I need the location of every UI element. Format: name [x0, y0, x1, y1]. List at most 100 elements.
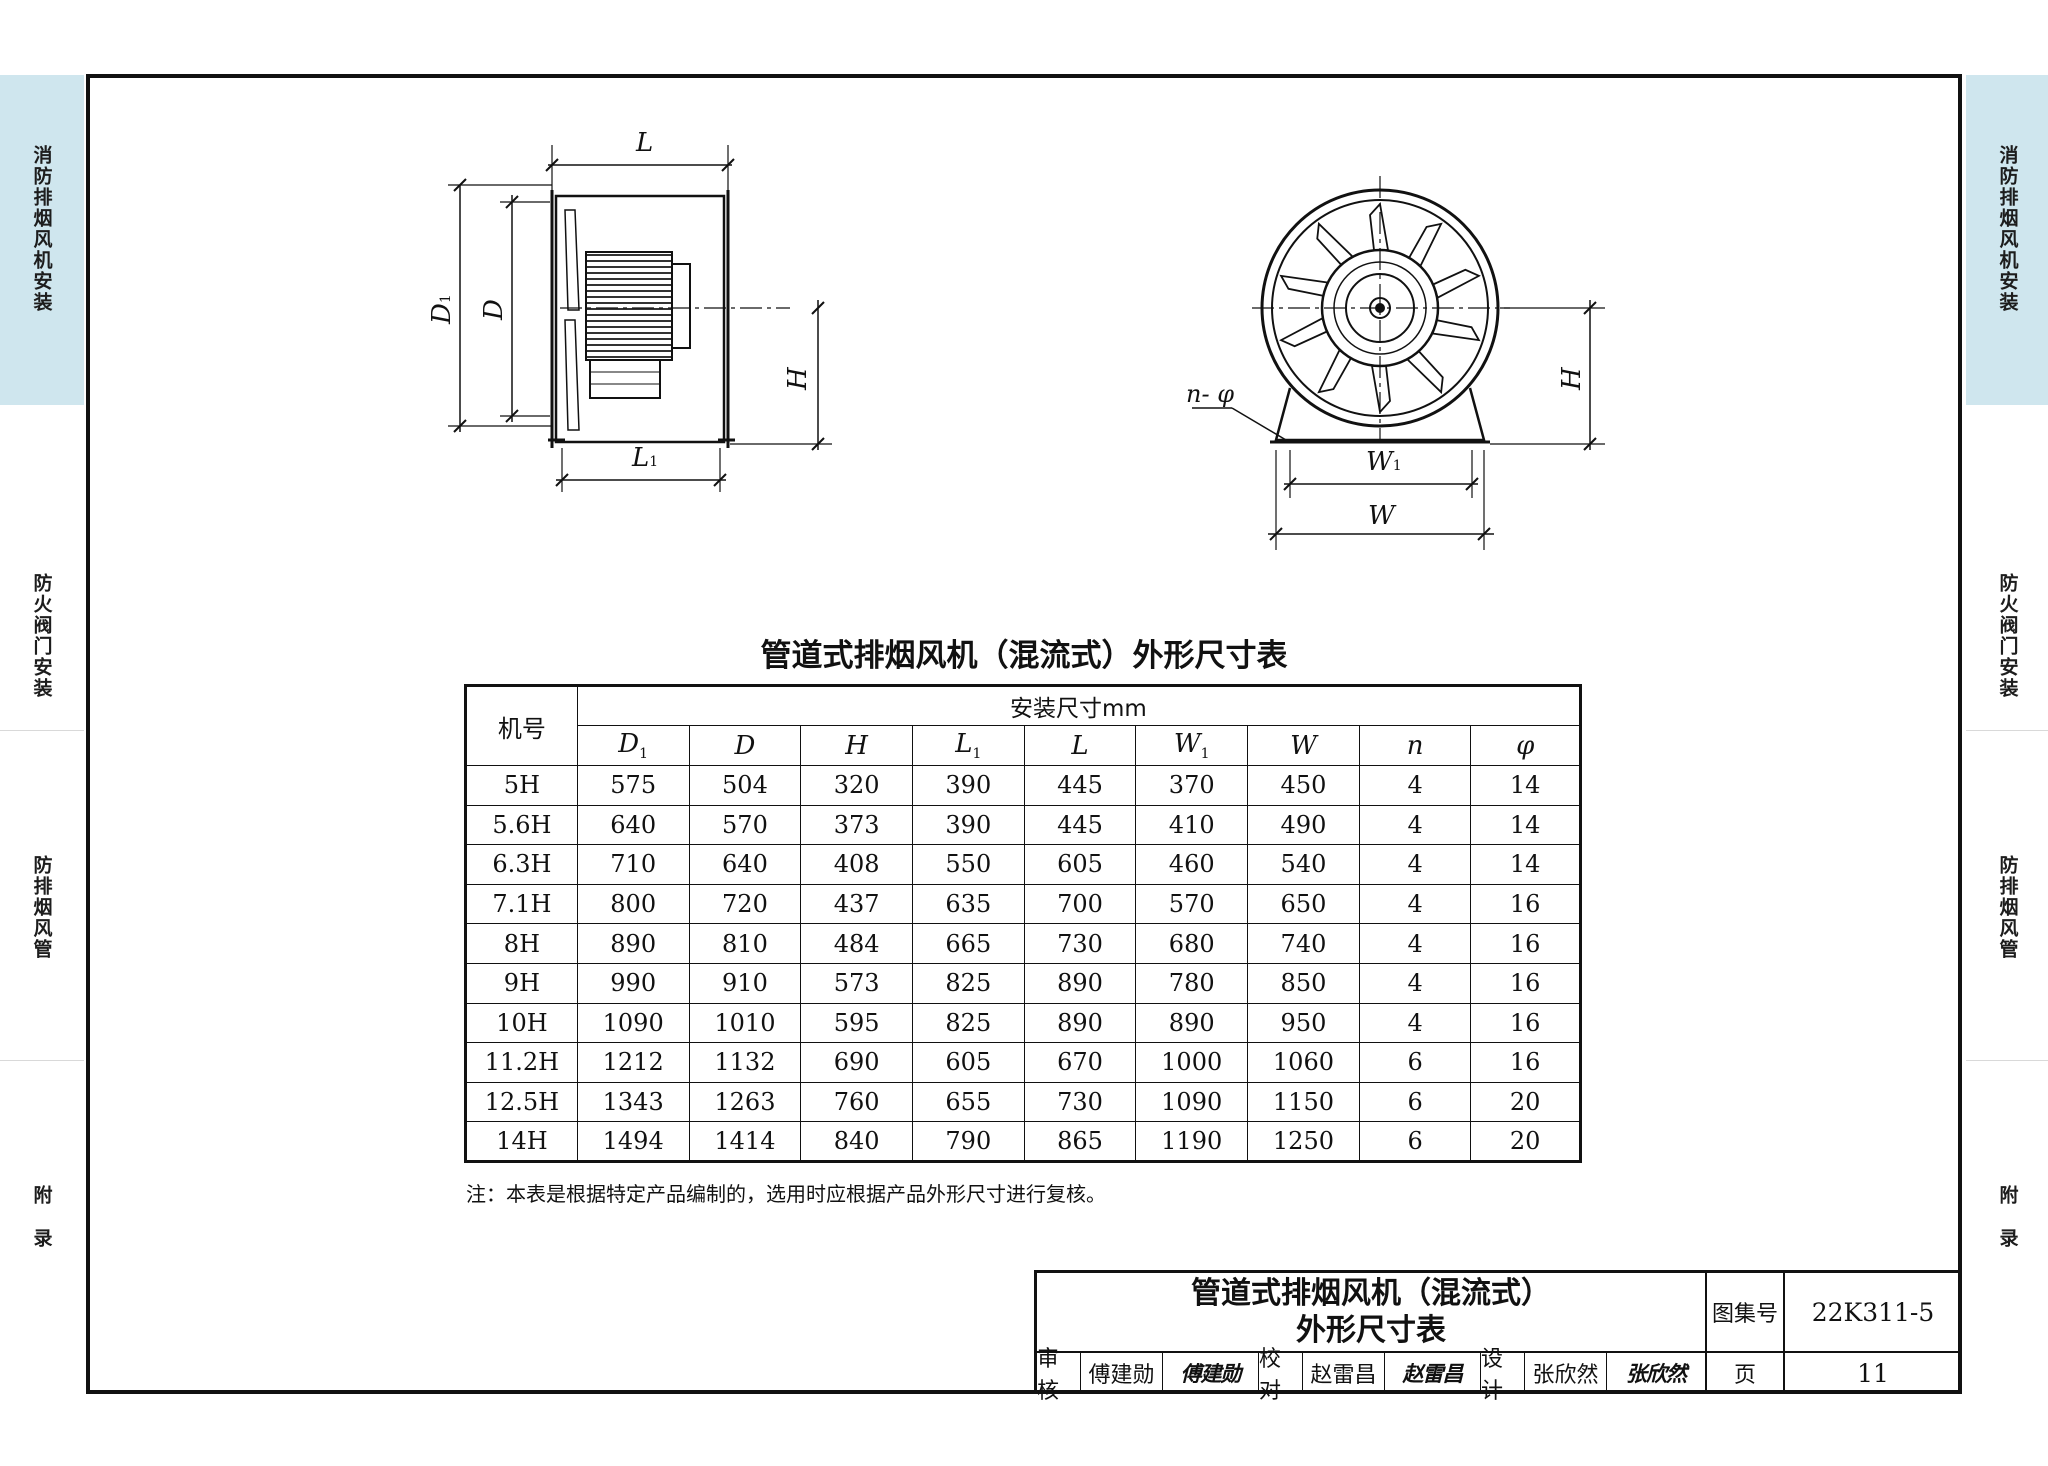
dimension-cell: 990 [576, 962, 690, 1004]
dimension-cell: 408 [800, 844, 913, 885]
column-header: W1 [1135, 725, 1249, 766]
column-symbol: D [734, 730, 756, 761]
dimension-cell: 16 [1470, 1002, 1581, 1044]
review-name: 傅建勋 [1081, 1353, 1163, 1393]
dimension-cell: 910 [688, 962, 802, 1004]
column-symbol: H [845, 730, 868, 761]
side-tab-appendix[interactable]: 附录 [30, 1185, 53, 1271]
dimension-cell: 540 [1247, 844, 1360, 885]
dimension-cell: 445 [1023, 765, 1137, 806]
dimension-cell: 890 [1023, 962, 1137, 1004]
dimension-cell: 390 [911, 765, 1025, 806]
dimension-cell: 890 [1023, 1002, 1137, 1044]
dimension-cell: 373 [800, 804, 913, 846]
dimension-cell: 605 [1023, 844, 1137, 885]
column-subscript: 1 [1200, 746, 1210, 763]
side-tab-smoke-duct[interactable]: 防排烟风管 [1996, 855, 2019, 960]
dimension-cell: 570 [688, 804, 802, 846]
column-symbol: D [618, 728, 640, 759]
side-tab-smoke-duct[interactable]: 防排烟风管 [30, 855, 53, 960]
dimension-cell: 655 [911, 1081, 1025, 1123]
dimension-cell: 1190 [1135, 1121, 1249, 1162]
column-symbol: W [1173, 728, 1201, 759]
dim-label-L: L [635, 128, 653, 158]
side-tab-fan-install[interactable]: 消防排烟风机安装 [1966, 75, 2048, 405]
dimension-cell: 445 [1023, 804, 1137, 846]
dimension-cell: 4 [1358, 844, 1472, 885]
page-label: 页 [1707, 1353, 1785, 1393]
column-header: D [688, 725, 802, 766]
tab-divider [1966, 730, 2048, 731]
dimension-cell: 6 [1358, 1121, 1472, 1162]
machine-number-cell: 5.6H [465, 804, 578, 846]
side-tab-fan-install[interactable]: 消防排烟风机安装 [0, 75, 84, 405]
side-view-labels: L L1 D1 D H [427, 128, 813, 473]
column-header: D1 [576, 725, 690, 766]
side-tab-appendix[interactable]: 附录 [1996, 1185, 2019, 1271]
dimension-cell: 484 [800, 923, 913, 964]
dimension-cell: 4 [1358, 923, 1472, 964]
dimension-cell: 1414 [688, 1121, 802, 1162]
side-tab-damper-install[interactable]: 防火阀门安装 [30, 573, 53, 699]
machine-number-cell: 9H [465, 962, 578, 1004]
dimension-cell: 865 [1023, 1121, 1137, 1162]
dimension-cell: 370 [1135, 765, 1249, 806]
dimension-cell: 1250 [1247, 1121, 1360, 1162]
side-view [448, 145, 832, 492]
column-symbol: φ [1516, 730, 1535, 761]
atlas-number-label: 图集号 [1707, 1273, 1785, 1353]
dimension-cell: 780 [1135, 962, 1249, 1004]
dimension-cell: 740 [1247, 923, 1360, 964]
dimension-cell: 810 [688, 923, 802, 964]
tab-divider [0, 1060, 84, 1061]
dimension-cell: 640 [576, 804, 690, 846]
dimension-cell: 504 [688, 765, 802, 806]
dimension-cell: 720 [688, 883, 802, 925]
dimension-cell: 650 [1247, 883, 1360, 925]
side-tab-damper-install[interactable]: 防火阀门安装 [1996, 573, 2019, 699]
dimension-cell: 410 [1135, 804, 1249, 846]
dimension-cell: 575 [576, 765, 690, 806]
dimension-cell: 437 [800, 883, 913, 925]
dimension-cell: 665 [911, 923, 1025, 964]
column-symbol: L [955, 728, 973, 759]
dimension-cell: 4 [1358, 765, 1472, 806]
machine-number-cell: 7.1H [465, 883, 578, 925]
dimension-cell: 825 [911, 962, 1025, 1004]
dimension-cell: 16 [1470, 1042, 1581, 1083]
dimension-cell: 6 [1358, 1042, 1472, 1083]
column-header: n [1358, 725, 1472, 766]
dimension-cell: 670 [1023, 1042, 1137, 1083]
drawing-frame [86, 74, 1962, 1394]
column-symbol: W [1290, 730, 1317, 761]
machine-number-cell: 14H [465, 1121, 578, 1162]
dimension-cell: 20 [1470, 1081, 1581, 1123]
dim-label-W: W [1368, 501, 1397, 531]
column-symbol: n [1406, 730, 1424, 761]
dimension-cell: 640 [688, 844, 802, 885]
dimension-cell: 1010 [688, 1002, 802, 1044]
dimension-cell: 14 [1470, 765, 1581, 806]
design-signature: 张欣然 [1626, 1361, 1687, 1386]
dimension-cell: 1150 [1247, 1081, 1360, 1123]
review-signature: 傅建勋 [1163, 1353, 1259, 1393]
title-line-1: 管道式排烟风机（混流式） [1191, 1276, 1551, 1311]
table-title: 管道式排烟风机（混流式）外形尺寸表 [760, 638, 1288, 674]
front-view [1192, 176, 1605, 550]
machine-number-cell: 8H [465, 923, 578, 964]
check-label: 校对 [1259, 1347, 1303, 1404]
dimension-cell: 1343 [576, 1081, 690, 1123]
dimension-cell: 595 [800, 1002, 913, 1044]
dimension-cell: 4 [1358, 962, 1472, 1004]
column-header: φ [1470, 725, 1581, 766]
